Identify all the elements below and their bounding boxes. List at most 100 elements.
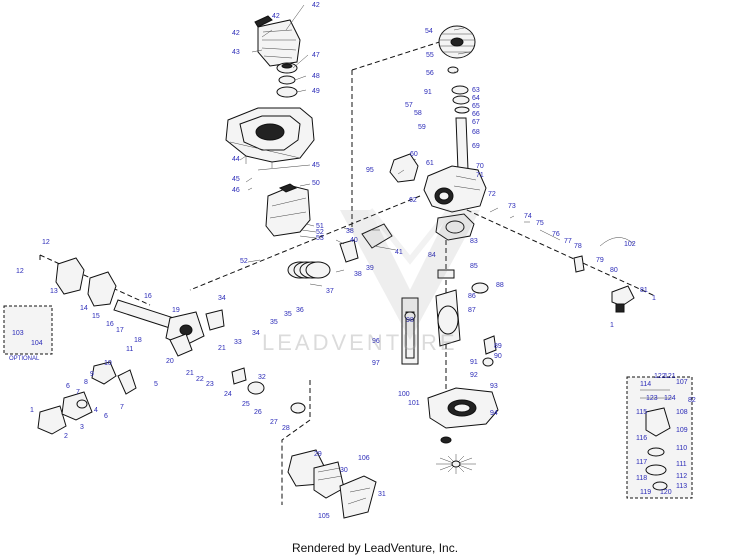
callout: 61 <box>426 160 434 167</box>
callout: 119 <box>640 489 651 496</box>
piston <box>339 223 393 263</box>
callout: 36 <box>296 307 304 314</box>
callout: 5 <box>154 381 158 388</box>
callout: 81 <box>640 287 648 294</box>
seal-rings <box>276 75 298 98</box>
callout: 76 <box>552 231 560 238</box>
callout: 37 <box>326 288 334 295</box>
callout: 24 <box>224 391 232 398</box>
callout: 52 <box>240 258 248 265</box>
callout: 56 <box>426 70 434 77</box>
recoil-starter <box>254 15 301 67</box>
callout: 30 <box>340 467 348 474</box>
callout: 3 <box>80 424 84 431</box>
callout: 34 <box>252 330 260 337</box>
callout: 115 <box>636 409 647 416</box>
callout: 14 <box>80 305 88 312</box>
callout: 98 <box>406 317 414 324</box>
callout: 22 <box>196 376 204 383</box>
callout: 117 <box>636 459 647 466</box>
callout: 53 <box>316 235 324 242</box>
callout: 118 <box>636 475 647 482</box>
callout: 6 <box>104 413 108 420</box>
callout: 4 <box>94 407 98 414</box>
callout: 75 <box>536 220 544 227</box>
engine-shroud <box>225 107 315 168</box>
callout: 116 <box>636 435 647 442</box>
callout: 85 <box>470 263 478 270</box>
exhaust-pipe-parts <box>169 309 306 414</box>
callout: 70 <box>476 163 484 170</box>
callout: 28 <box>282 425 290 432</box>
crankshaft <box>435 269 489 347</box>
heat-shield <box>339 475 377 519</box>
callout: 68 <box>472 129 480 136</box>
callout: 26 <box>254 409 262 416</box>
callout: 110 <box>676 445 687 452</box>
callout: 44 <box>232 156 240 163</box>
callout: 96 <box>372 338 380 345</box>
callout: 52 <box>316 229 324 236</box>
flywheel <box>438 25 476 74</box>
callout: 124 <box>664 395 676 402</box>
callout: 97 <box>372 360 380 367</box>
callout: 74 <box>524 213 532 220</box>
callout: 106 <box>358 455 370 462</box>
callout: 42 <box>312 2 320 9</box>
air-filter-cover <box>37 391 93 435</box>
fuel-tank <box>265 183 311 237</box>
callout: 91 <box>424 89 432 96</box>
callout: 33 <box>234 339 242 346</box>
callout: 20 <box>166 358 174 365</box>
callout: 38 <box>346 228 354 235</box>
drive-tube <box>113 299 205 347</box>
callout: 65 <box>472 103 480 110</box>
callout: 92 <box>470 372 478 379</box>
callout: 31 <box>378 491 386 498</box>
footer-credit: Rendered by LeadVenture, Inc. <box>291 541 459 555</box>
callout: 16 <box>144 293 152 300</box>
clutch-spider <box>436 454 476 474</box>
callout: 21 <box>218 345 226 352</box>
parts-diagram: 42 42 42 43 47 48 49 44 45 45 46 50 51 5… <box>3 2 696 520</box>
callout: 40 <box>350 237 358 244</box>
callout: 84 <box>428 252 436 259</box>
callout: 95 <box>366 167 374 174</box>
callout: 8 <box>84 379 88 386</box>
callout: 122 <box>654 373 666 380</box>
optional-label: OPTIONAL <box>9 356 40 362</box>
callout: 6 <box>66 383 70 390</box>
callout: 79 <box>596 257 604 264</box>
callout: 10 <box>104 360 112 367</box>
handle-housing <box>55 257 117 307</box>
callout: 120 <box>660 489 672 496</box>
callout: 123 <box>646 395 658 402</box>
callout: 42 <box>272 13 280 20</box>
callout: 91 <box>470 359 478 366</box>
callout: 27 <box>270 419 278 426</box>
callout: 45 <box>312 162 320 169</box>
callout: 25 <box>242 401 250 408</box>
callout: 86 <box>468 293 476 300</box>
callout: 43 <box>232 49 240 56</box>
leadventure-logo-watermark <box>340 208 480 340</box>
callout: 114 <box>640 381 651 388</box>
callout: 67 <box>472 119 480 126</box>
callout: 48 <box>312 73 320 80</box>
callout: 112 <box>676 473 687 480</box>
callout: 94 <box>490 410 498 417</box>
drive-stack <box>451 85 470 171</box>
callout: 72 <box>488 191 496 198</box>
callout: 100 <box>398 391 410 398</box>
callout: 45 <box>232 176 240 183</box>
callout: 108 <box>676 409 688 416</box>
callout: 1 <box>610 322 614 329</box>
callout: 7 <box>120 404 124 411</box>
callout: 66 <box>472 111 480 118</box>
watermark-text: LEADVENTURE <box>262 330 458 355</box>
callout: 88 <box>496 282 504 289</box>
throttle-trigger <box>91 361 137 395</box>
crankcase <box>389 153 487 213</box>
callout: 55 <box>426 52 434 59</box>
callout: 23 <box>206 381 214 388</box>
